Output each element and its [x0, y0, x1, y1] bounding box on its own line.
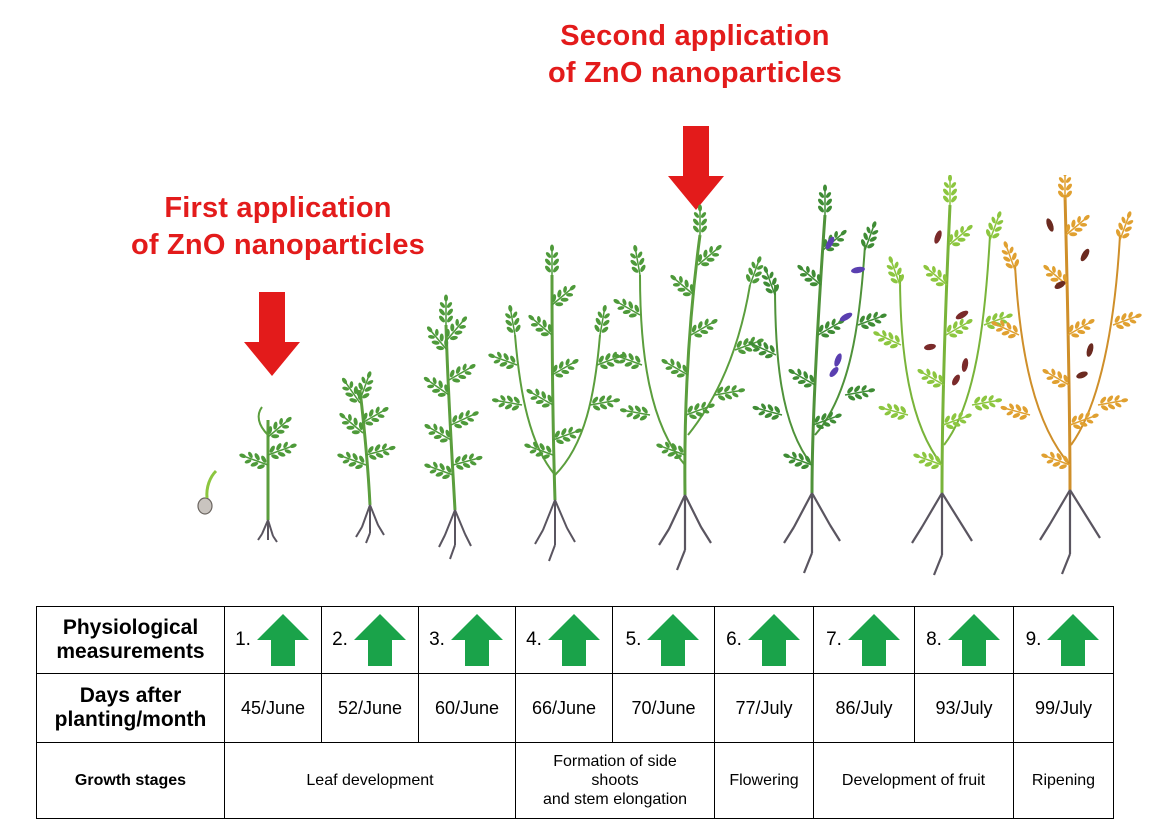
day-cell: 66/June — [515, 673, 613, 743]
first-application-line2: of ZnO nanoparticles — [130, 229, 426, 261]
measurement-number: 6. — [726, 629, 742, 650]
stage-side-shoots: Formation of side shoots and stem elonga… — [515, 742, 715, 819]
measurement-number: 2. — [332, 629, 348, 650]
measurement-number: 5. — [625, 629, 642, 650]
green-up-arrow-icon — [747, 614, 800, 666]
measurement-cell: 7. — [813, 606, 915, 674]
days-row-header: Days after planting/month — [36, 673, 225, 743]
stage-leaf-development: Leaf development — [224, 742, 516, 819]
stage-fruit-development: Development of fruit — [813, 742, 1014, 819]
measurement-number: 1. — [235, 629, 251, 650]
second-application-line2: of ZnO nanoparticles — [547, 57, 843, 89]
measurement-number: 9. — [1025, 629, 1042, 650]
red-down-arrow-icon — [668, 126, 724, 210]
day-cell: 52/June — [321, 673, 419, 743]
day-cell: 45/June — [224, 673, 322, 743]
plant-stage-1 — [235, 406, 301, 543]
green-up-arrow-icon — [647, 614, 700, 666]
plant-stage-8 — [987, 175, 1146, 575]
red-down-arrow-icon — [244, 292, 300, 376]
green-up-arrow-icon — [450, 614, 503, 666]
first-application-line1: First application — [164, 192, 392, 224]
plant-stage-5 — [608, 203, 769, 571]
green-up-arrow-icon — [547, 614, 600, 666]
measurement-cell: 9. — [1013, 606, 1114, 674]
measurement-cell: 8. — [914, 606, 1014, 674]
measurement-cell: 1. — [224, 606, 322, 674]
plant-stage-7 — [869, 175, 1017, 576]
green-up-arrow-icon — [1047, 614, 1100, 666]
day-cell: 93/July — [914, 673, 1014, 743]
stage-side-shoots-line1: Formation of side — [553, 753, 677, 770]
first-application-label: First application of ZnO nanoparticles — [100, 190, 456, 264]
measurements-header-line2: measurements — [56, 640, 205, 663]
measurements-row-header: Physiological measurements — [36, 606, 225, 674]
green-up-arrow-icon — [256, 614, 309, 666]
days-header-line1: Days after — [79, 684, 182, 707]
stage-flowering: Flowering — [714, 742, 814, 819]
plant-stage-6 — [744, 183, 891, 574]
measurement-number: 4. — [526, 629, 542, 650]
plant-stage-2 — [333, 367, 399, 544]
measurement-cell: 6. — [714, 606, 814, 674]
second-application-line1: Second application — [560, 20, 830, 52]
day-cell: 99/July — [1013, 673, 1114, 743]
measurement-number: 3. — [429, 629, 445, 650]
measurement-cell: 5. — [612, 606, 715, 674]
stages-row: Growth stages Leaf development Formation… — [36, 742, 1114, 819]
day-cell: 77/July — [714, 673, 814, 743]
stages-row-header: Growth stages — [36, 742, 225, 819]
measurement-number: 8. — [926, 629, 942, 650]
measurements-header-line1: Physiological — [62, 616, 199, 639]
measurement-number: 7. — [826, 629, 842, 650]
green-up-arrow-icon — [947, 614, 1000, 666]
stage-side-shoots-line2: shoots — [591, 772, 639, 789]
days-row: Days after planting/month 45/June 52/Jun… — [36, 673, 1114, 743]
day-cell: 60/June — [418, 673, 516, 743]
days-header-line2: planting/month — [54, 708, 207, 731]
plant-stage-3 — [418, 293, 486, 560]
second-application-label: Second application of ZnO nanoparticles — [520, 18, 870, 92]
measurement-cell: 4. — [515, 606, 613, 674]
green-up-arrow-icon — [353, 614, 406, 666]
stage-side-shoots-line3: and stem elongation — [542, 791, 688, 808]
measurement-cell: 2. — [321, 606, 419, 674]
day-cell: 70/June — [612, 673, 715, 743]
seed-stage — [197, 469, 218, 515]
measurements-row: Physiological measurements 1. 2. 3. 4. 5… — [36, 606, 1114, 674]
green-up-arrow-icon — [847, 614, 900, 666]
day-cell: 86/July — [813, 673, 915, 743]
measurement-cell: 3. — [418, 606, 516, 674]
plant-growth-illustration — [197, 175, 1146, 576]
stage-ripening: Ripening — [1013, 742, 1114, 819]
growth-stage-table: Physiological measurements 1. 2. 3. 4. 5… — [36, 606, 1114, 819]
plant-stage-4 — [484, 243, 630, 562]
